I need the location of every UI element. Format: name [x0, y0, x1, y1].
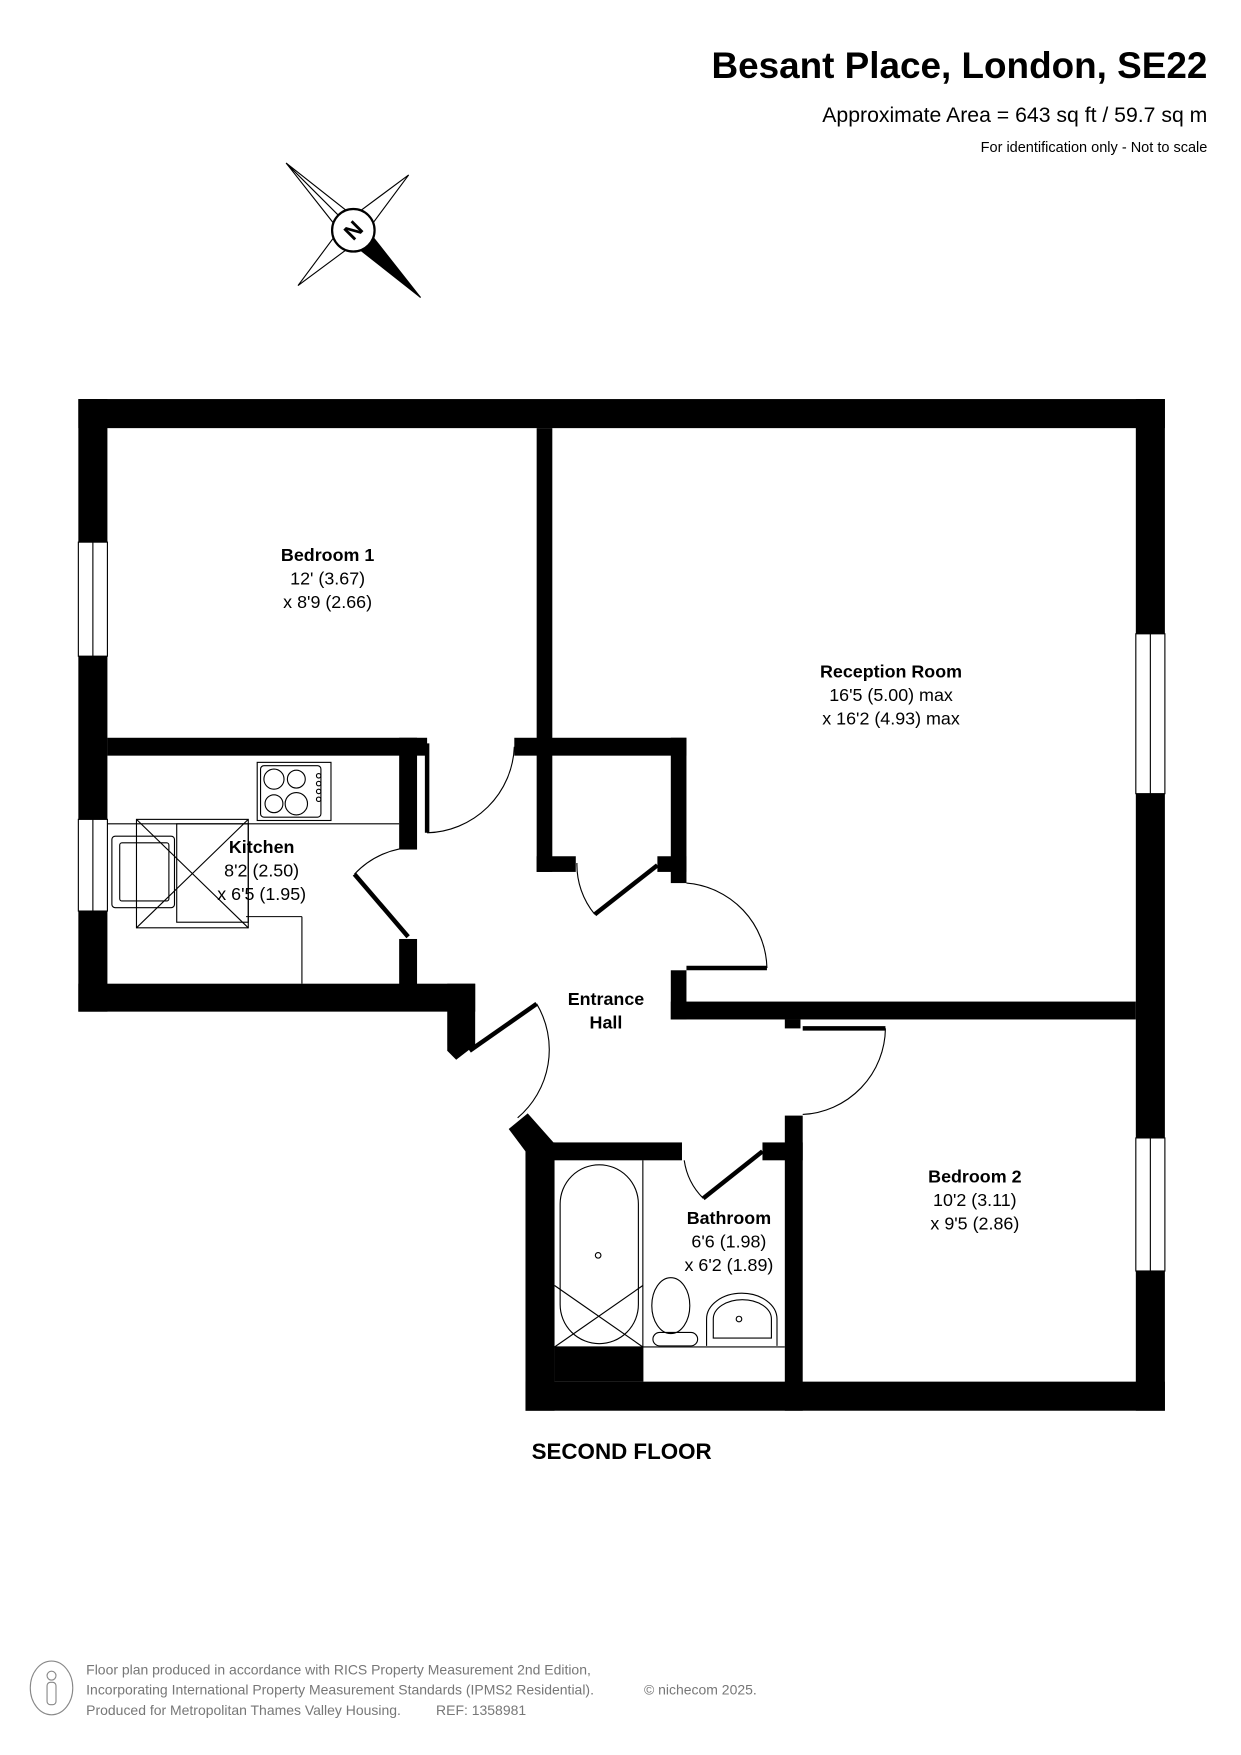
room-name: Bedroom 1 [281, 545, 374, 565]
kitchen-fixtures [107, 761, 400, 984]
room-dimension: 16'5 (5.00) max [829, 685, 953, 705]
room-bathroom: Bathroom 6'6 (1.98) x 6'2 (1.89) [684, 1208, 773, 1275]
room-dimension: 10'2 (3.11) [933, 1190, 1017, 1210]
footer-line-2: Incorporating International Property Mea… [86, 1682, 594, 1698]
room-dimension: x 9'5 (2.86) [930, 1214, 1019, 1234]
walls [78, 399, 1165, 1411]
room-dimension: 8'2 (2.50) [224, 860, 299, 880]
room-reception: Reception Room 16'5 (5.00) max x 16'2 (4… [820, 661, 962, 728]
room-name: Bedroom 2 [928, 1167, 1021, 1187]
footer-line-1: Floor plan produced in accordance with R… [86, 1662, 591, 1678]
approximate-area: Approximate Area = 643 sq ft / 59.7 sq m [822, 104, 1207, 127]
room-name: Reception Room [820, 661, 962, 681]
room-dimension: 12' (3.67) [290, 569, 365, 589]
person-icon [29, 1660, 74, 1716]
room-entrance-hall: Entrance Hall [568, 989, 645, 1032]
room-name: Entrance [568, 989, 645, 1009]
footer-ref: REF: 1358981 [436, 1702, 526, 1718]
room-kitchen: Kitchen 8'2 (2.50) x 6'5 (1.95) [217, 837, 306, 904]
room-dimension: x 6'2 (1.89) [684, 1255, 773, 1275]
room-name: Kitchen [229, 837, 295, 857]
footer-copyright: © nichecom 2025. [644, 1682, 757, 1698]
property-title: Besant Place, London, SE22 [711, 45, 1207, 86]
doors [352, 743, 886, 1201]
room-name: Bathroom [687, 1208, 771, 1228]
room-dimension: x 8'9 (2.66) [283, 592, 372, 612]
disclaimer: For identification only - Not to scale [981, 140, 1208, 156]
room-dimension: x 6'5 (1.95) [217, 884, 306, 904]
footer-line-3: Produced for Metropolitan Thames Valley … [86, 1702, 401, 1718]
room-bedroom-1: Bedroom 1 12' (3.67) x 8'9 (2.66) [281, 545, 374, 612]
windows [77, 541, 1166, 1272]
floor-label: SECOND FLOOR [532, 1439, 712, 1464]
room-dimension: 6'6 (1.98) [691, 1232, 766, 1252]
room-name: Hall [590, 1012, 623, 1032]
compass-icon [285, 162, 421, 298]
room-dimension: x 16'2 (4.93) max [822, 708, 960, 728]
bathroom-fixtures [554, 1160, 785, 1382]
room-bedroom-2: Bedroom 2 10'2 (3.11) x 9'5 (2.86) [928, 1167, 1021, 1234]
